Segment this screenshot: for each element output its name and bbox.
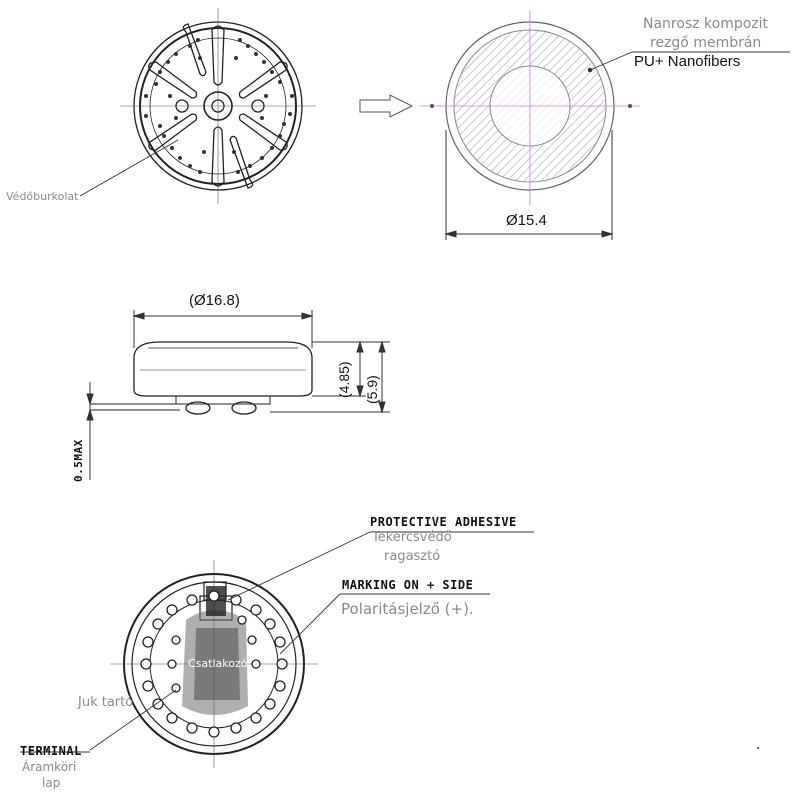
terminal-label-hu-line1: Áramköri	[22, 760, 77, 774]
terminal-label: TERMINAL	[20, 744, 82, 758]
cover-leader-line	[79, 139, 179, 197]
side-view	[90, 341, 313, 415]
height-dimensions	[270, 340, 390, 414]
marking-label-hu: Polaritásjelző (+).	[341, 600, 474, 618]
membrane-view	[420, 10, 640, 206]
cover-perforation-dots	[144, 38, 294, 174]
cover-label: Védőburkolat	[6, 190, 79, 203]
membrane-label-hu-line1: Nanrosz kompozit	[643, 16, 769, 32]
max-thickness-dimension	[86, 382, 94, 480]
rear-leader-lines	[20, 531, 534, 753]
terminal-label-hu-line2: lap	[42, 776, 61, 790]
protective-adhesive-label: PROTECTIVE ADHESIVE	[370, 515, 517, 529]
stray-mark	[757, 747, 759, 749]
hole-label: Juk tartó	[78, 695, 134, 710]
diameter-15-4-dimension	[444, 130, 614, 240]
marking-label: MARKING ON + SIDE	[342, 578, 474, 592]
connector-label: Csatlakozó	[188, 657, 248, 670]
cover-front-view	[120, 8, 316, 204]
diameter-outer-label: (Ø16.8)	[189, 292, 240, 309]
protective-adhesive-hu-line2: ragasztó	[384, 549, 441, 564]
transition-arrow	[359, 94, 414, 118]
max-thickness-label: 0.5MAX	[72, 439, 85, 482]
membrane-label-en: PU+ Nanofibers	[634, 53, 741, 70]
membrane-leader	[587, 51, 790, 73]
diameter-inner-label: Ø15.4	[506, 212, 547, 229]
terminal-board-texture	[182, 586, 248, 715]
protective-adhesive-hu-line1: Tekercsvédő	[372, 530, 452, 545]
height-total-label: (5.9)	[364, 375, 380, 404]
height-body-label: (4.85)	[336, 361, 352, 398]
membrane-label-hu-line2: rezgő membrán	[650, 35, 762, 51]
rear-contact-holes	[140, 590, 288, 738]
